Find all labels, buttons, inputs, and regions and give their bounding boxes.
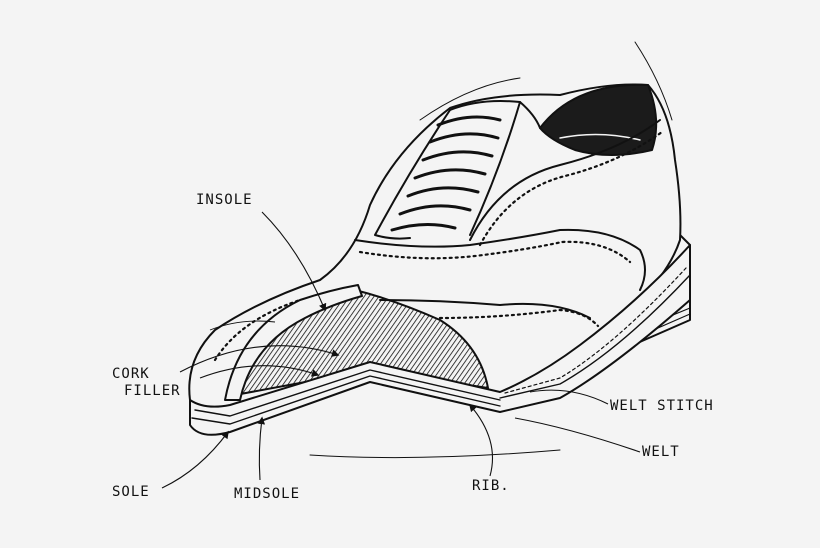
guide-line-heel <box>634 41 673 121</box>
leader-welt-stitch <box>529 389 609 405</box>
label-cork-filler-line2: FILLER <box>124 383 181 399</box>
label-welt: WELT <box>642 444 680 460</box>
laces <box>390 115 502 232</box>
lace-facing-left <box>374 109 451 240</box>
guide-line-floor <box>309 449 561 459</box>
quarter-panel <box>469 119 661 241</box>
leader-midsole <box>257 416 266 481</box>
brogue-perforations-upper <box>478 130 664 247</box>
leader-rib <box>468 403 494 477</box>
brogue-panel-lower <box>354 228 646 291</box>
welt-layer <box>499 274 691 399</box>
midsole-layer <box>194 369 501 417</box>
toe-cap-perforations <box>213 298 302 362</box>
label-insole: INSOLE <box>196 192 253 208</box>
insole-cut-face <box>224 284 363 401</box>
label-cork-filler: CORK FILLER <box>112 366 181 400</box>
sole-stack <box>189 244 691 436</box>
brogue-vamp-line <box>379 299 591 319</box>
label-rib: RIB. <box>472 478 510 494</box>
leader-sole <box>161 430 229 489</box>
label-cork-filler-line1: CORK <box>112 366 150 382</box>
brogue-perforations-vamp <box>438 308 600 328</box>
brogue-perforations-lower <box>358 240 632 264</box>
leader-welt <box>514 417 641 453</box>
welt-stitching <box>504 267 687 394</box>
sole-layer <box>191 375 501 425</box>
label-welt-stitch: WELT STITCH <box>610 398 714 414</box>
leader-cork-filler-2 <box>179 345 340 373</box>
guide-line-upper <box>419 77 521 121</box>
leader-insole <box>261 211 327 312</box>
leader-cork-filler <box>199 365 320 379</box>
lace-facing-right <box>469 101 521 236</box>
leader-cork-filler-arc <box>209 320 276 331</box>
label-sole: SOLE <box>112 484 150 500</box>
label-midsole: MIDSOLE <box>234 486 301 502</box>
